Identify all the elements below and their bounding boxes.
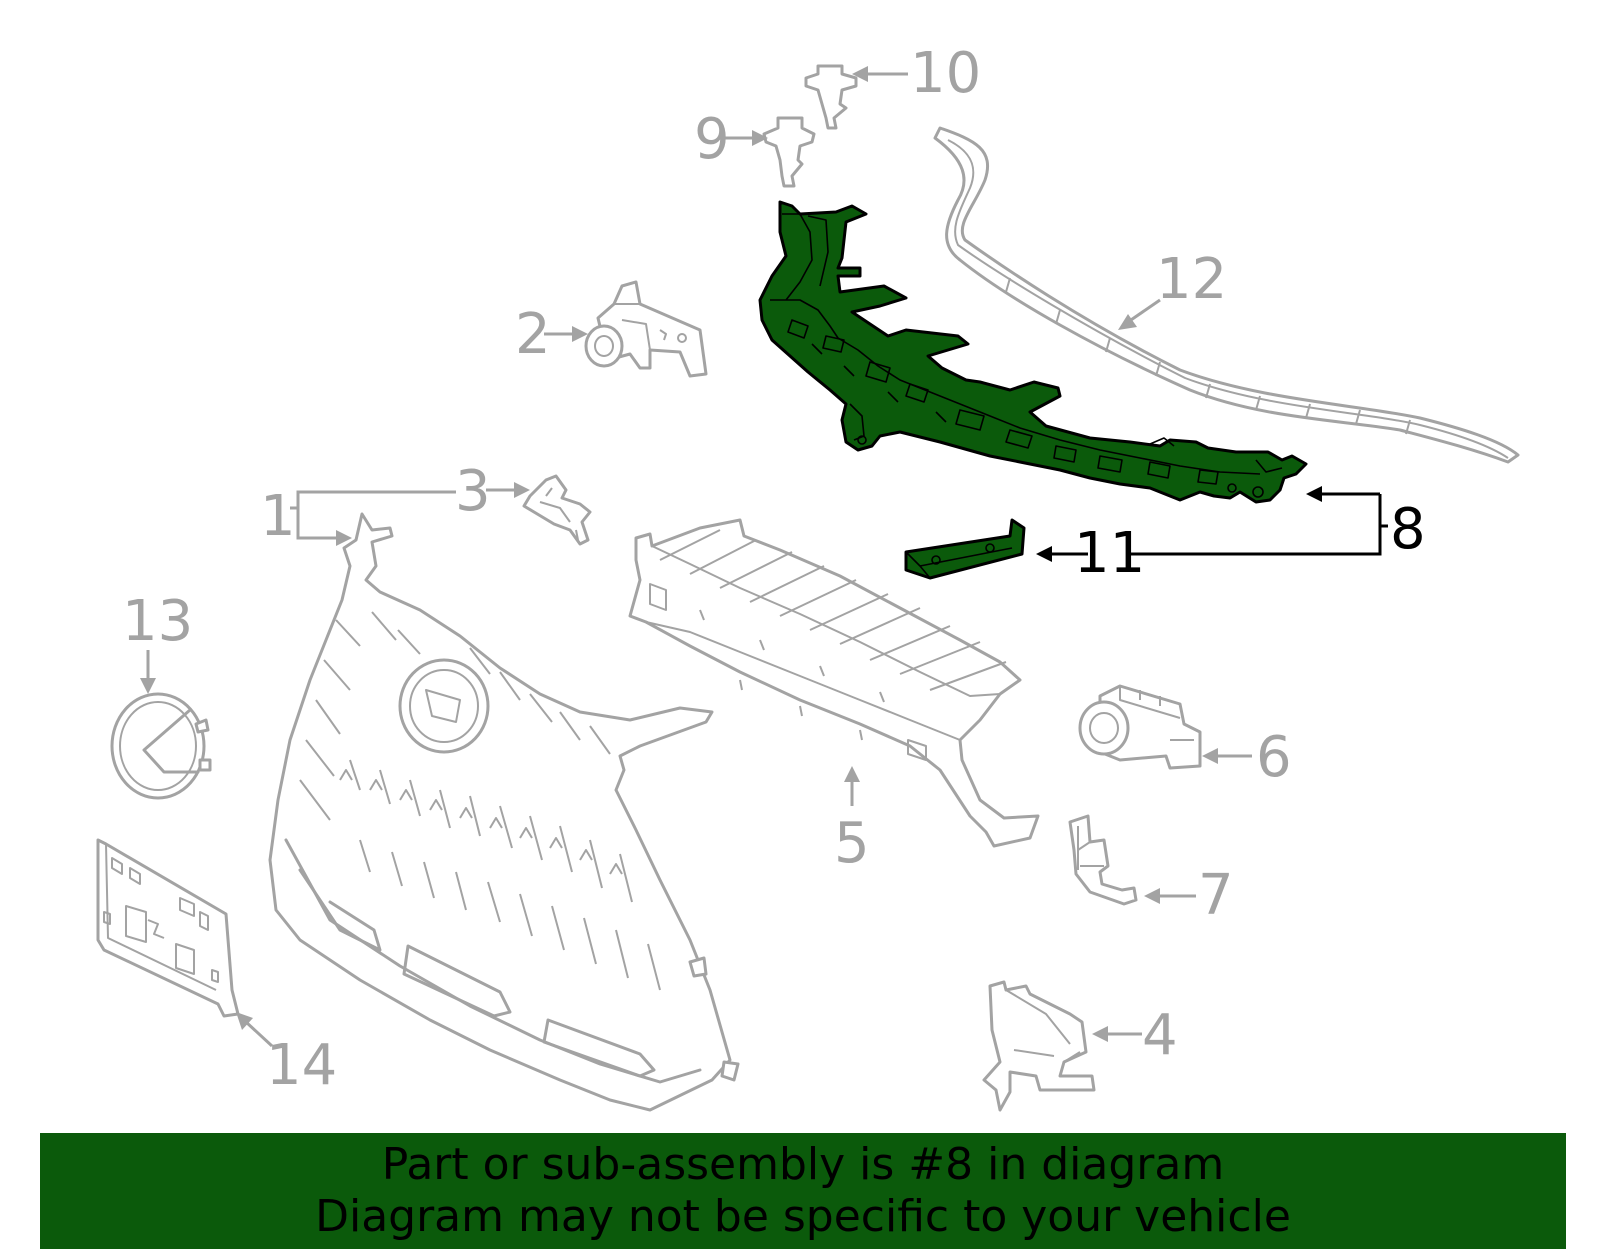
part-14-plate-bracket[interactable] xyxy=(96,838,240,1018)
callout-8: 8 xyxy=(1390,497,1426,562)
info-banner: Part or sub-assembly is #8 in diagram Di… xyxy=(40,1133,1566,1249)
part-7-bracket[interactable] xyxy=(1068,814,1138,906)
callout-3: 3 xyxy=(455,459,491,524)
part-5-panel[interactable] xyxy=(628,518,1040,848)
callout-10: 10 xyxy=(910,41,981,106)
callout-14: 14 xyxy=(266,1033,337,1098)
callout-6: 6 xyxy=(1256,725,1292,790)
part-3-bracket[interactable] xyxy=(522,474,592,546)
callout-9: 9 xyxy=(694,107,730,172)
callout-4: 4 xyxy=(1142,1003,1178,1068)
callout-13: 13 xyxy=(122,589,193,654)
callout-7: 7 xyxy=(1198,863,1234,928)
callout-5: 5 xyxy=(834,811,870,876)
part-2-sensor-bracket[interactable] xyxy=(584,280,708,378)
callout-12: 12 xyxy=(1156,247,1227,312)
part-6-sensor[interactable] xyxy=(1078,684,1202,770)
callout-11: 11 xyxy=(1074,521,1145,586)
part-8-bracket[interactable] xyxy=(758,200,1308,504)
callout-1: 1 xyxy=(260,484,296,549)
part-9-clip[interactable] xyxy=(762,116,816,188)
banner-line-2: Diagram may not be specific to your vehi… xyxy=(315,1191,1291,1242)
part-11-bracket[interactable] xyxy=(904,518,1026,580)
callout-2: 2 xyxy=(515,302,551,367)
part-1-grille[interactable] xyxy=(268,512,740,1112)
callout-labels: 1 2 3 4 5 6 7 8 9 10 11 12 13 14 xyxy=(122,41,1426,1098)
callout-lines xyxy=(140,66,1388,1048)
part-12-molding[interactable] xyxy=(933,126,1520,464)
banner-line-1: Part or sub-assembly is #8 in diagram xyxy=(381,1139,1225,1190)
part-13-emblem[interactable] xyxy=(110,692,212,800)
part-10-clip[interactable] xyxy=(804,64,858,130)
part-4-bracket[interactable] xyxy=(982,980,1096,1112)
